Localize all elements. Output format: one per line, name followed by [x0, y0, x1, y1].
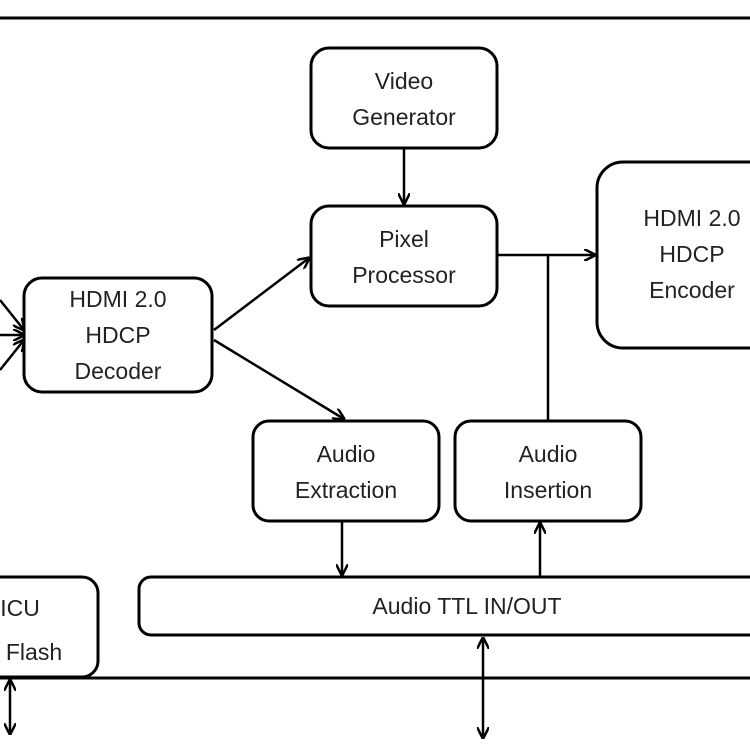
hdmi-encoder-label-1: HDMI 2.0	[643, 205, 740, 231]
mcu-flash-block: ICU Flash	[0, 575, 100, 679]
audio-extraction-label-1: Audio	[317, 441, 376, 467]
hdmi-decoder-label-2: HDCP	[85, 322, 150, 348]
mcu-flash-label-2: Flash	[6, 639, 62, 665]
video-generator-label-2: Generator	[352, 104, 456, 130]
video-generator-label-1: Video	[375, 68, 433, 94]
mcu-flash-label-1: ICU	[0, 595, 40, 621]
audio-insertion-block: Audio Insertion	[453, 419, 643, 523]
hdmi-decoder-label-1: HDMI 2.0	[69, 286, 166, 312]
pixel-processor-block: Pixel Processor	[309, 204, 499, 308]
hdmi-encoder-block: HDMI 2.0 HDCP Encoder	[595, 160, 750, 350]
audio-ttl-label: Audio TTL IN/OUT	[372, 593, 561, 619]
audio-extraction-block: Audio Extraction	[251, 419, 441, 523]
decoder-to-processor-arrow	[213, 258, 309, 331]
hdmi-encoder-label-3: Encoder	[649, 277, 735, 303]
hdmi-decoder-label-3: Decoder	[75, 358, 162, 384]
pixel-processor-label-2: Processor	[352, 262, 456, 288]
audio-insertion-label-2: Insertion	[504, 477, 592, 503]
decoder-to-extraction-arrow	[213, 338, 344, 419]
hdmi-encoder-label-2: HDCP	[659, 241, 724, 267]
audio-extraction-label-2: Extraction	[295, 477, 397, 503]
hdmi-decoder-block: HDMI 2.0 HDCP Decoder	[22, 276, 214, 394]
pixel-processor-label-1: Pixel	[379, 226, 429, 252]
video-generator-block: Video Generator	[309, 46, 499, 150]
audio-ttl-block: Audio TTL IN/OUT	[137, 575, 750, 637]
input-arrow-upper	[0, 299, 24, 330]
input-arrow-lower	[0, 340, 24, 371]
audio-insertion-label-1: Audio	[519, 441, 578, 467]
